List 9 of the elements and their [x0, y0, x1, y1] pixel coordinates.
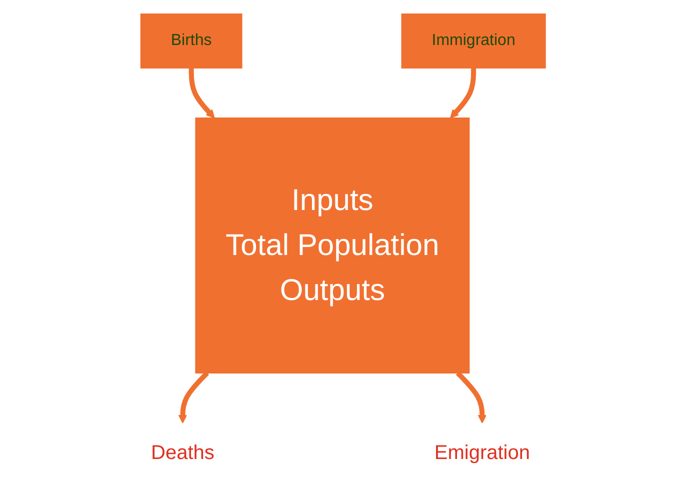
node-text: Deaths	[151, 442, 214, 464]
arrow	[188, 68, 215, 118]
node-box: Immigration	[401, 14, 546, 68]
arrow	[456, 371, 487, 424]
arrow	[450, 68, 476, 118]
node-box: Inputs Total Population Outputs	[195, 118, 470, 374]
node-box: Births	[140, 14, 242, 68]
arrow	[178, 371, 210, 424]
node-text: Emigration	[434, 442, 530, 464]
